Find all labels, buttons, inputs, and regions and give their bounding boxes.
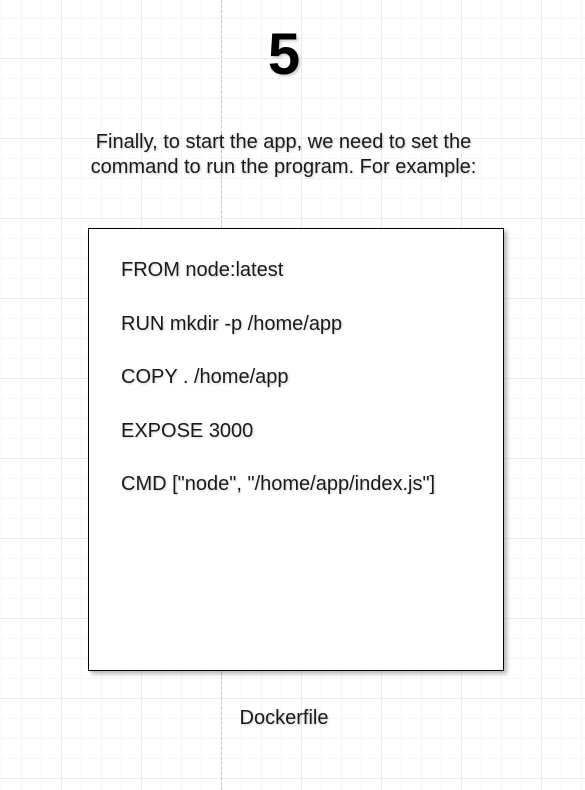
dockerfile-line-from: FROM node:latest	[121, 259, 284, 281]
dockerfile-box[interactable]: FROM node:latest RUN mkdir -p /home/app …	[88, 228, 504, 671]
dockerfile-line-copy: COPY . /home/app	[121, 366, 289, 388]
step-caption: Finally, to start the app, we need to se…	[40, 130, 527, 180]
dockerfile-line-expose: EXPOSE 3000	[121, 419, 254, 442]
dockerfile-line-run: RUN mkdir -p /home/app	[121, 312, 343, 335]
step-number: 5	[267, 22, 301, 87]
dockerfile-line-cmd: CMD ["node", "/home/app/index.js"]	[121, 473, 436, 495]
caption-line-1: Finally, to start the app, we need to se…	[95, 131, 472, 153]
caption-line-2: command to run the program. For example:	[90, 156, 477, 178]
dockerfile-label: Dockerfile	[239, 707, 329, 729]
dockerfile-lines: FROM node:latest RUN mkdir -p /home/app …	[121, 258, 435, 526]
